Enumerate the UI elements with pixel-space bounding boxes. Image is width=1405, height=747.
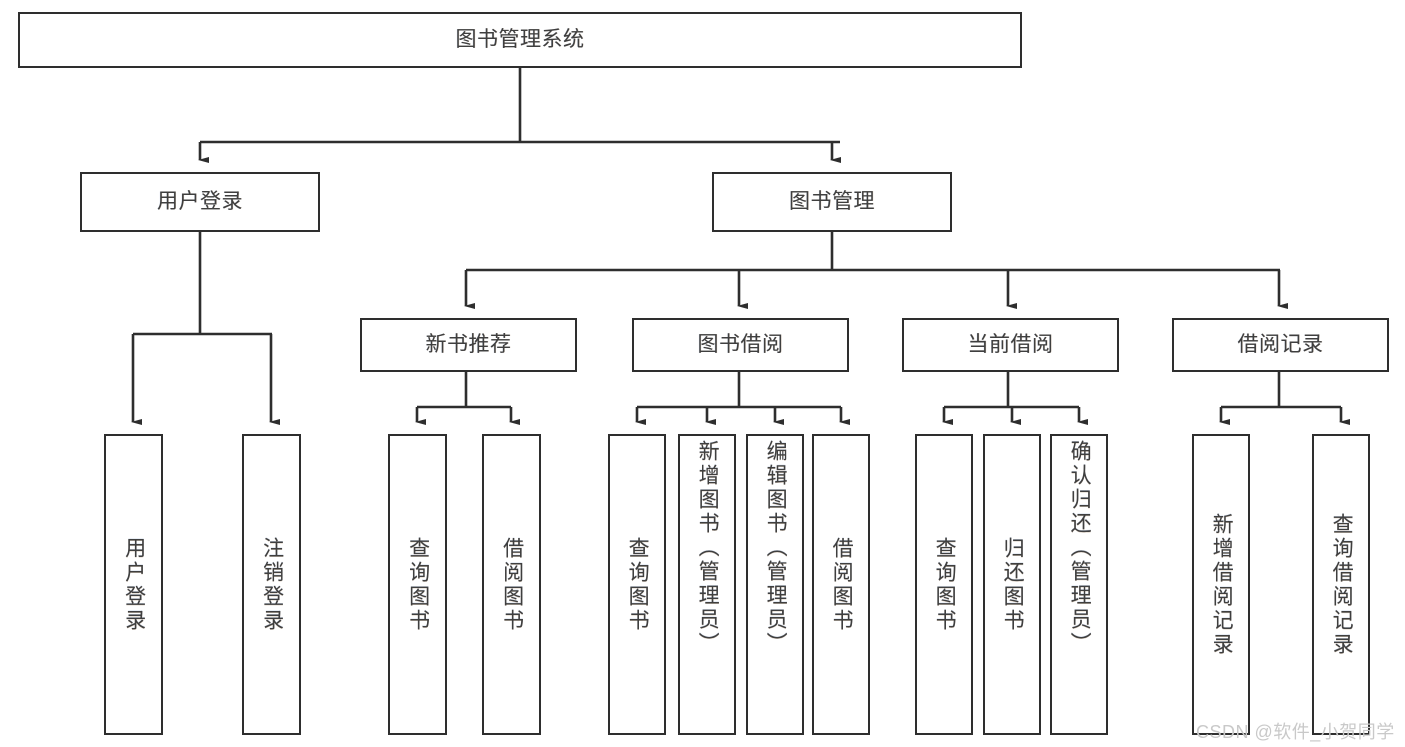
node-leaf-query-book-rec[interactable]: 查询图书 <box>388 434 447 735</box>
node-leaf-borrow-book-rec[interactable]: 借阅图书 <box>482 434 541 735</box>
node-leaf-add-record[interactable]: 新增借阅记录 <box>1192 434 1250 735</box>
csdn-watermark: CSDN @软件_小贺同学 <box>1196 722 1395 742</box>
node-leaf-confirm-return-label: 确认归还（管理员） <box>1068 440 1092 656</box>
node-leaf-query-record[interactable]: 查询借阅记录 <box>1312 434 1370 735</box>
node-leaf-borrow-book-label: 借阅图书 <box>830 536 854 633</box>
node-leaf-user-login-label: 用户登录 <box>122 536 146 633</box>
node-leaf-edit-book[interactable]: 编辑图书（管理员） <box>746 434 804 735</box>
node-leaf-user-login[interactable]: 用户登录 <box>104 434 163 735</box>
node-new-book-rec[interactable]: 新书推荐 <box>360 318 577 372</box>
node-leaf-query-record-label: 查询借阅记录 <box>1330 512 1354 657</box>
node-current-borrow-label: 当前借阅 <box>967 332 1054 356</box>
node-new-book-rec-label: 新书推荐 <box>425 332 512 356</box>
node-leaf-return-book-label: 归还图书 <box>1001 536 1025 633</box>
node-leaf-query-book-label: 查询图书 <box>626 536 650 633</box>
node-leaf-add-book[interactable]: 新增图书（管理员） <box>678 434 736 735</box>
node-borrow-record[interactable]: 借阅记录 <box>1172 318 1389 372</box>
node-leaf-query-book-cur[interactable]: 查询图书 <box>915 434 973 735</box>
node-leaf-borrow-book[interactable]: 借阅图书 <box>812 434 870 735</box>
node-leaf-logout-label: 注销登录 <box>260 536 284 633</box>
node-current-borrow[interactable]: 当前借阅 <box>902 318 1119 372</box>
node-leaf-query-book-rec-label: 查询图书 <box>406 536 430 633</box>
node-book-borrow[interactable]: 图书借阅 <box>632 318 849 372</box>
node-leaf-logout[interactable]: 注销登录 <box>242 434 301 735</box>
node-book-manage-label: 图书管理 <box>789 189 875 213</box>
node-leaf-return-book[interactable]: 归还图书 <box>983 434 1041 735</box>
node-root-label: 图书管理系统 <box>455 27 585 51</box>
node-leaf-confirm-return[interactable]: 确认归还（管理员） <box>1050 434 1108 735</box>
node-borrow-record-label: 借阅记录 <box>1237 332 1324 356</box>
node-leaf-borrow-book-rec-label: 借阅图书 <box>500 536 524 633</box>
node-user-login-label: 用户登录 <box>157 189 243 213</box>
node-leaf-edit-book-label: 编辑图书（管理员） <box>764 440 788 656</box>
node-user-login[interactable]: 用户登录 <box>80 172 320 232</box>
node-book-manage[interactable]: 图书管理 <box>712 172 952 232</box>
node-leaf-add-book-label: 新增图书（管理员） <box>696 440 720 656</box>
node-leaf-query-book[interactable]: 查询图书 <box>608 434 666 735</box>
node-book-borrow-label: 图书借阅 <box>697 332 784 356</box>
node-root[interactable]: 图书管理系统 <box>18 12 1022 68</box>
node-leaf-query-book-cur-label: 查询图书 <box>933 536 957 633</box>
node-leaf-add-record-label: 新增借阅记录 <box>1210 512 1234 657</box>
